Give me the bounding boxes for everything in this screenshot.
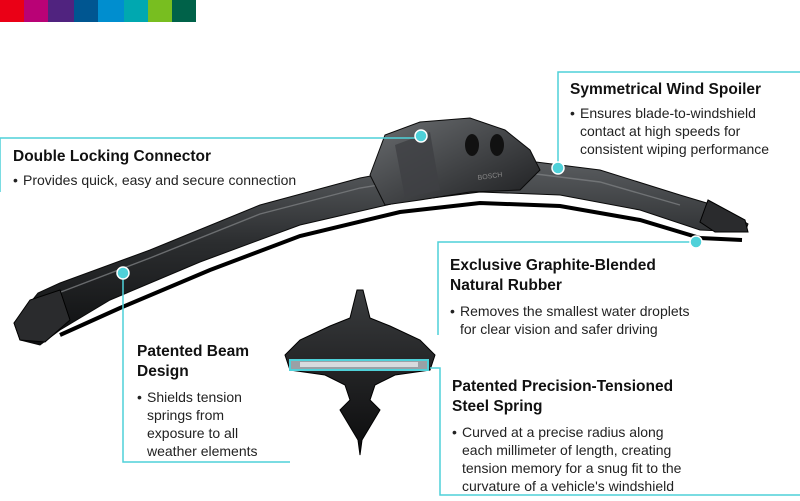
blade-connector: BOSCH <box>369 117 541 206</box>
callout-markers <box>116 129 703 280</box>
connector-brand-text: BOSCH <box>477 172 503 182</box>
callout-title: Exclusive Graphite-Blended Natural Rubbe… <box>450 257 656 294</box>
callout-title: Symmetrical Wind Spoiler <box>570 81 762 98</box>
callout-graphite-rubber: Exclusive Graphite-Blended Natural Rubbe… <box>450 256 750 338</box>
leader-lines <box>0 71 800 496</box>
callout-beam-design: Patented Beam Design •Shields tension sp… <box>137 342 287 460</box>
callout-steel-spring: Patented Precision-Tensioned Steel Sprin… <box>452 377 782 495</box>
callout-wind-spoiler: Symmetrical Wind Spoiler •Ensures blade-… <box>570 80 795 158</box>
callout-title: Double Locking Connector <box>13 148 212 165</box>
blade-cross-section <box>284 289 436 456</box>
callout-locking-connector: Double Locking Connector •Provides quick… <box>13 147 353 189</box>
callout-bullet: •Provides quick, easy and secure connect… <box>13 172 297 188</box>
callout-bullet: •Shields tension springs from exposure t… <box>137 389 258 459</box>
callout-title: Patented Precision-Tensioned Steel Sprin… <box>452 378 674 415</box>
callout-bullet: •Ensures blade-to-windshield contact at … <box>570 105 770 157</box>
callout-bullet: •Curved at a precise radius along each m… <box>452 424 682 494</box>
brand-color-strip <box>0 0 196 22</box>
callout-bullet: •Removes the smallest water droplets for… <box>450 303 690 337</box>
callout-title: Patented Beam Design <box>137 343 249 380</box>
